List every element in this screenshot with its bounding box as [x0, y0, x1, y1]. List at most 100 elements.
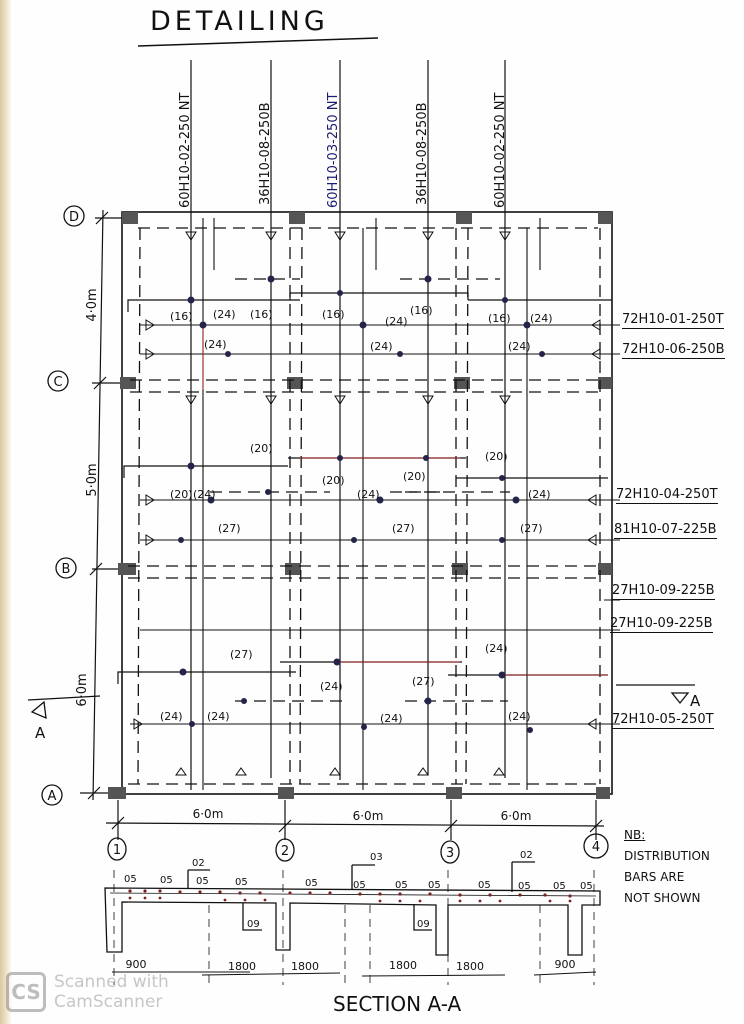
- col-label-3: 3: [446, 846, 454, 861]
- row-label-d: D: [69, 210, 79, 225]
- right-bar-label-7: 72H10-05-250T: [612, 712, 714, 729]
- svg-text:(16): (16): [410, 304, 433, 317]
- column-grid-bubbles: [107, 833, 609, 864]
- section-title: SECTION A-A: [333, 992, 462, 1016]
- bar-mark-labels: (16)(24)(16) (16)(24)(16) (16)(24) (24)(…: [160, 304, 553, 725]
- col-label-2: 2: [281, 844, 289, 859]
- col-label-1: 1: [113, 843, 121, 858]
- svg-text:(24): (24): [508, 340, 531, 353]
- section-callouts: 02 03 02 09 09 05 05 05 05 05 05 05 05 05 05 05…: [124, 850, 593, 930]
- row-label-a: A: [48, 789, 57, 804]
- svg-text:05: 05: [196, 876, 209, 887]
- note-line-1: DISTRIBUTION: [624, 849, 710, 863]
- svg-text:05: 05: [235, 877, 248, 888]
- camscanner-logo-icon: CS: [6, 972, 46, 1012]
- left-dimension: [80, 209, 122, 801]
- svg-text:(16): (16): [250, 308, 273, 321]
- svg-text:(24): (24): [213, 308, 236, 321]
- note-block: NB: DISTRIBUTION BARS ARE NOT SHOWN: [624, 825, 710, 909]
- beam-dashed-lines: [128, 227, 601, 785]
- note-line-3: NOT SHOWN: [624, 891, 701, 905]
- svg-text:1800: 1800: [389, 959, 417, 972]
- svg-text:(24): (24): [528, 488, 551, 501]
- right-bar-label-2: 72H10-06-250B: [622, 342, 725, 359]
- section-dimensions: [112, 971, 597, 977]
- drawing-title: DETAILING: [150, 6, 329, 37]
- svg-text:(24): (24): [160, 710, 183, 723]
- top-bar-label-2: 36H10-08-250B: [258, 102, 273, 205]
- bar-end-markers: [133, 231, 601, 776]
- svg-text:(24): (24): [530, 312, 553, 325]
- svg-text:900: 900: [555, 958, 576, 971]
- top-bar-label-5: 60H10-02-250 NT: [493, 92, 508, 208]
- svg-text:02: 02: [192, 858, 205, 869]
- svg-text:(20): (20): [403, 470, 426, 483]
- svg-text:05: 05: [353, 880, 366, 891]
- svg-text:05: 05: [580, 881, 593, 892]
- vertical-bars: [202, 218, 541, 790]
- svg-text:05: 05: [553, 881, 566, 892]
- note-line-2: BARS ARE: [624, 870, 685, 884]
- slab-outline: [121, 211, 613, 795]
- span-dc: 4·0m: [85, 288, 100, 321]
- camscanner-watermark: CS Scanned with CamScanner: [6, 972, 169, 1012]
- col-span-3-4: 6·0m: [501, 809, 532, 823]
- svg-text:(24): (24): [370, 340, 393, 353]
- svg-text:05: 05: [395, 880, 408, 891]
- svg-text:(24): (24): [193, 488, 216, 501]
- svg-text:(24): (24): [204, 338, 227, 351]
- watermark-line-1: Scanned with: [54, 972, 169, 992]
- svg-text:(16): (16): [170, 310, 193, 323]
- svg-text:900: 900: [126, 958, 147, 971]
- right-bar-label-5: 27H10-09-225B: [612, 583, 715, 600]
- top-bar-label-4: 36H10-08-250B: [415, 102, 430, 205]
- svg-text:05: 05: [428, 880, 441, 891]
- svg-text:(16): (16): [488, 312, 511, 325]
- svg-text:02: 02: [520, 850, 533, 861]
- section-bar-dots: [128, 889, 572, 903]
- svg-text:05: 05: [305, 878, 318, 889]
- paper-edge: [0, 0, 12, 1024]
- svg-text:05: 05: [478, 880, 491, 891]
- row-grid-bubbles: [41, 205, 85, 806]
- svg-text:09: 09: [417, 919, 430, 930]
- svg-text:(20): (20): [170, 488, 193, 501]
- top-bar-label-1: 60H10-02-250 NT: [178, 92, 193, 208]
- note-header: NB:: [624, 828, 646, 842]
- svg-text:(24): (24): [380, 712, 403, 725]
- svg-text:(24): (24): [385, 315, 408, 328]
- svg-text:09: 09: [247, 919, 260, 930]
- span-ba: 6·0m: [75, 673, 90, 706]
- svg-text:(20): (20): [250, 442, 273, 455]
- svg-text:05: 05: [160, 875, 173, 886]
- svg-text:(16): (16): [322, 308, 345, 321]
- right-bar-label-4: 81H10-07-225B: [614, 522, 717, 539]
- svg-text:(24): (24): [320, 680, 343, 693]
- svg-text:05: 05: [518, 881, 531, 892]
- svg-text:1800: 1800: [291, 960, 319, 973]
- svg-text:(24): (24): [508, 710, 531, 723]
- bottom-bars: [130, 324, 612, 725]
- section-drawing: [104, 861, 601, 956]
- svg-text:(27): (27): [392, 522, 415, 535]
- section-cut-label: A: [35, 724, 46, 742]
- svg-text:05: 05: [124, 874, 137, 885]
- top-bar-label-3: 60H10-03-250 NT: [326, 92, 341, 208]
- svg-text:(27): (27): [230, 648, 253, 661]
- section-cut-marker-left: [27, 695, 101, 720]
- section-cut-marker-label: A: [690, 692, 701, 710]
- svg-text:(24): (24): [485, 642, 508, 655]
- svg-text:(27): (27): [520, 522, 543, 535]
- span-cb: 5·0m: [85, 463, 100, 496]
- top-leader-lines: [190, 60, 506, 790]
- svg-text:(27): (27): [218, 522, 241, 535]
- svg-text:1800: 1800: [228, 960, 256, 973]
- svg-text:(24): (24): [207, 710, 230, 723]
- bar-dots: [178, 275, 545, 733]
- svg-text:(27): (27): [412, 675, 435, 688]
- bottom-dimension: [105, 800, 605, 840]
- svg-text:03: 03: [370, 852, 383, 863]
- svg-text:(20): (20): [485, 450, 508, 463]
